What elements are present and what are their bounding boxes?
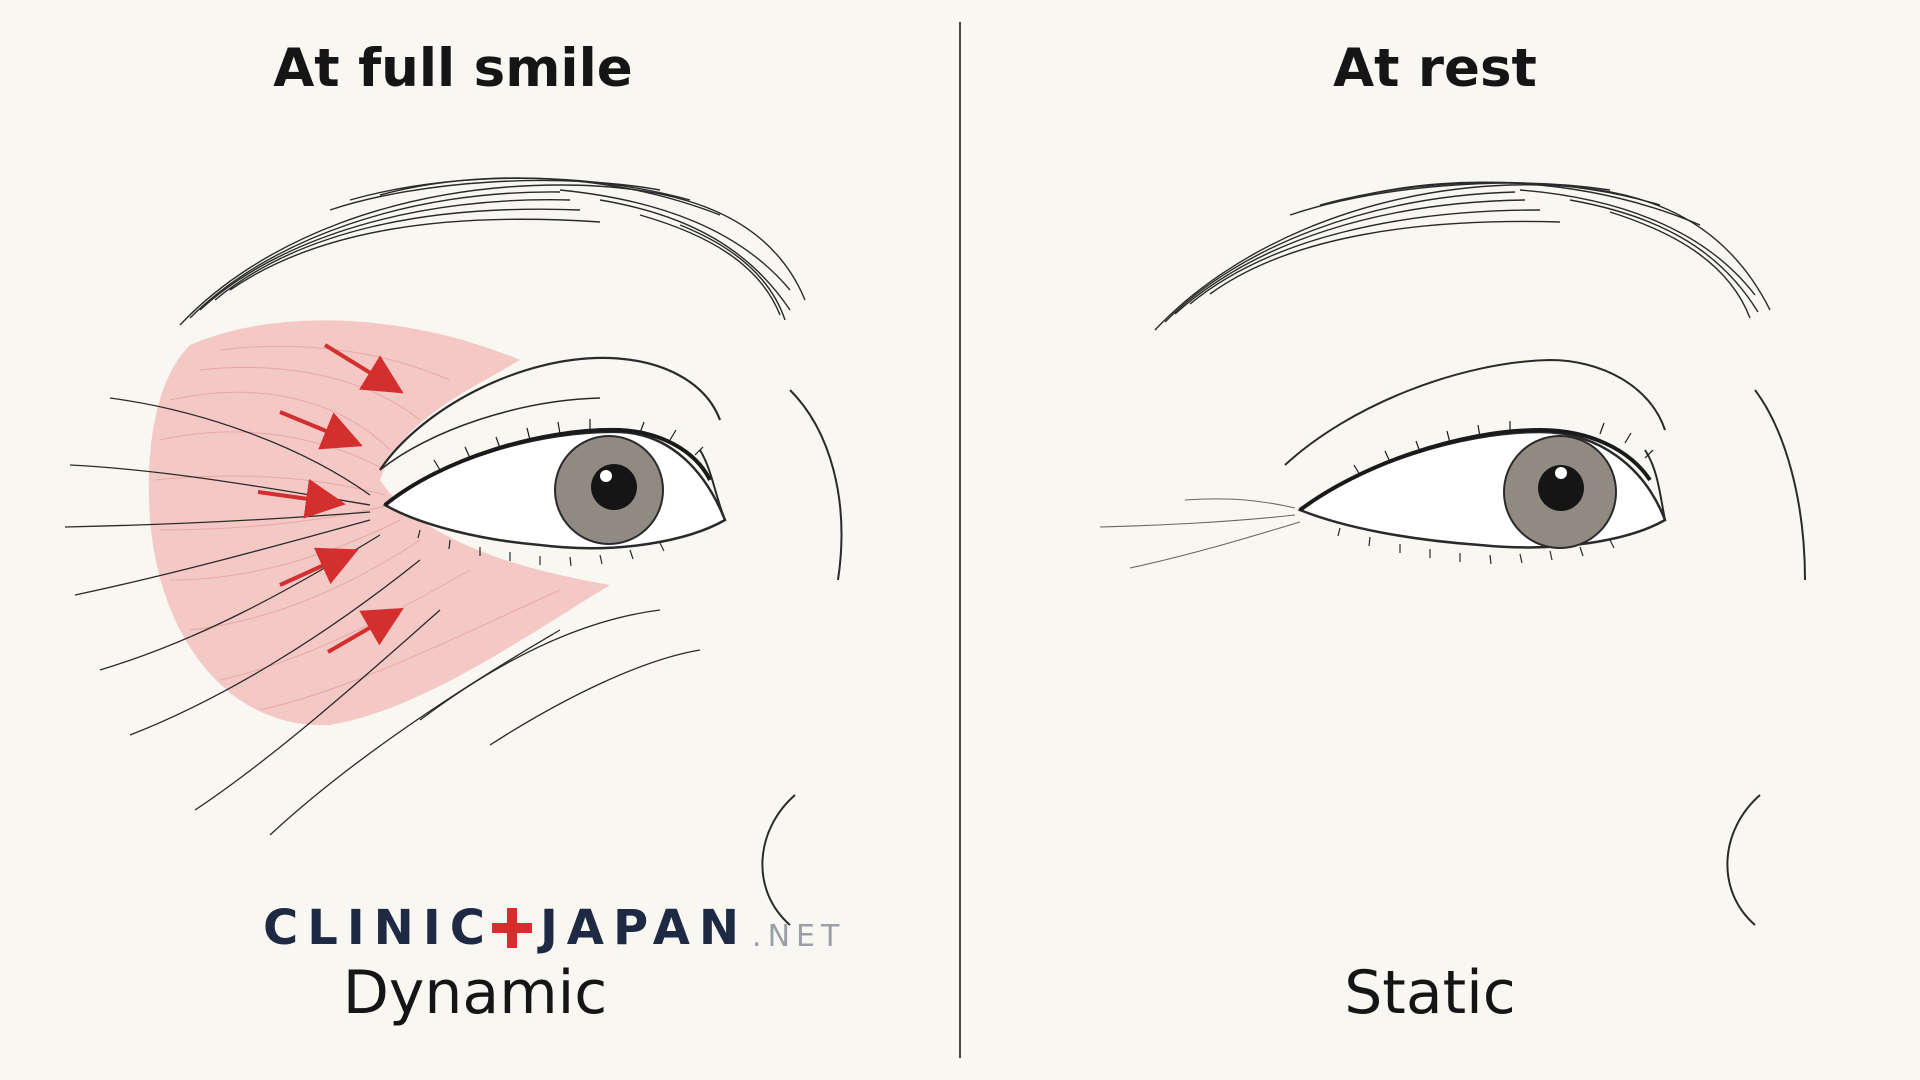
upper-eyelid-fold	[1284, 358, 1666, 466]
contraction-arrows	[257, 343, 404, 654]
crows-feet-lines	[64, 397, 701, 836]
pupil	[591, 464, 637, 510]
arrow-4	[279, 547, 359, 587]
faint-crows-feet-lines	[1099, 498, 1301, 569]
cheek-contour	[1754, 389, 1806, 581]
eyebrow	[179, 177, 806, 326]
orbicularis-muscle-region	[148, 320, 610, 726]
logo-text-japan: JAPAN	[539, 900, 749, 956]
caption-static: Static	[1344, 958, 1516, 1028]
nose-ala	[1726, 794, 1761, 926]
caption-dynamic: Dynamic	[342, 958, 608, 1028]
arrow-1	[323, 343, 404, 394]
upper-eyelid-fold	[379, 356, 722, 471]
eye-highlight	[1555, 467, 1567, 479]
eyebrow	[1154, 181, 1771, 331]
arrow-5	[326, 607, 404, 654]
resting-eye-illustration	[1099, 181, 1806, 926]
clinic-japan-logo: CLINIC JAPAN .NET	[263, 898, 845, 958]
nose-ala	[761, 794, 796, 926]
panel-title-at-rest: At rest	[1333, 38, 1537, 99]
panel-title-full-smile: At full smile	[273, 38, 633, 99]
panel-divider	[959, 22, 961, 1058]
smiling-eye-illustration	[64, 177, 843, 926]
plus-icon	[491, 908, 532, 948]
arrow-3	[257, 478, 346, 519]
logo-text-clinic: CLINIC	[263, 900, 494, 956]
cheek-contour	[789, 389, 843, 581]
eye-highlight	[600, 470, 612, 482]
pupil	[1538, 465, 1584, 511]
logo-text-tld: .NET	[752, 919, 846, 954]
muscle-fibers	[154, 345, 561, 711]
arrow-2	[279, 410, 363, 450]
